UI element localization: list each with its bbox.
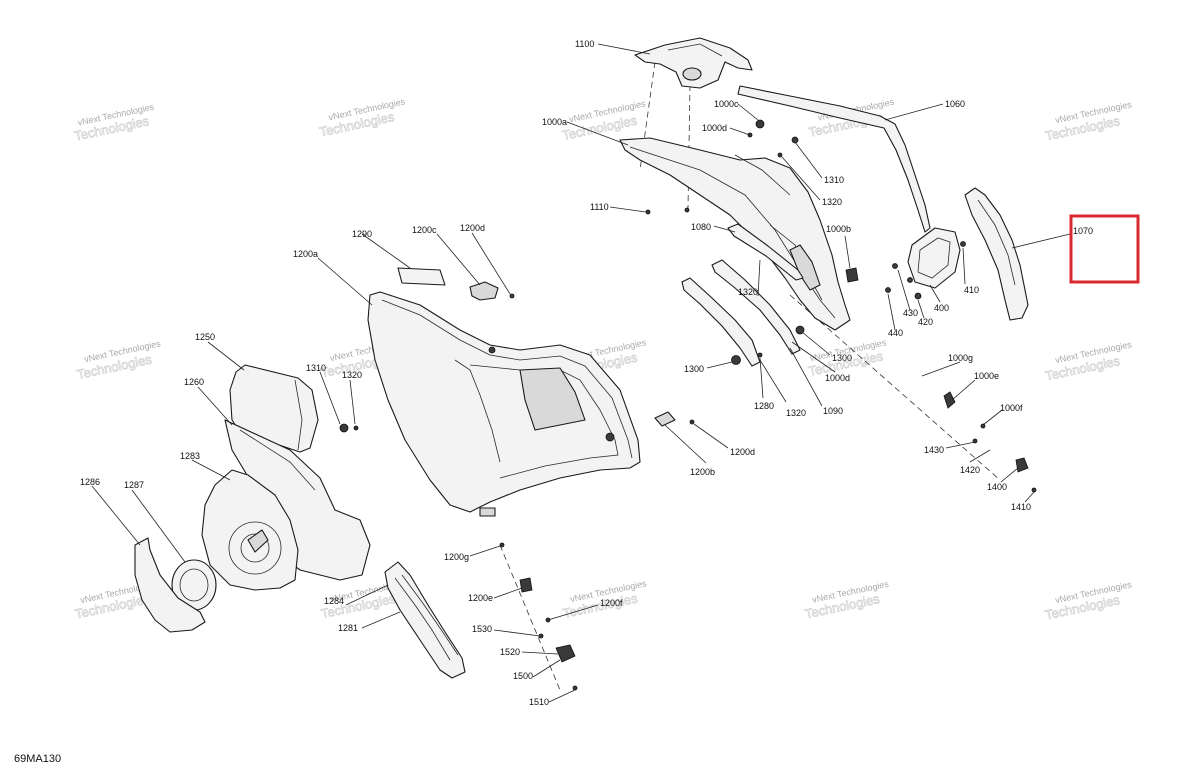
callout-1060: 1060 [945,99,965,109]
callout-1200g: 1200g [444,552,469,562]
callout-1300: 1300 [684,364,704,374]
callout-1430: 1430 [924,445,944,455]
leader-lines [91,43,1071,703]
callout-1520: 1520 [500,647,520,657]
callout-1200e: 1200e [468,593,493,603]
callout-1260: 1260 [184,377,204,387]
callout-1284: 1284 [324,596,344,606]
callout-1200f: 1200f [600,598,623,608]
callout-1080: 1080 [691,222,711,232]
hardware-right [645,119,1037,493]
callout-1070: 1070 [1073,226,1093,236]
callout-1250: 1250 [195,332,215,342]
drawing-code-label: 69MA130 [14,753,62,765]
part-1287-ring [171,559,217,611]
callout-1320: 1320 [822,197,842,207]
part-1070-side-cover [964,187,1029,321]
callout-1000c: 1000c [714,99,739,109]
callout-1090: 1090 [823,406,843,416]
callout-1500: 1500 [513,671,533,681]
part-1000a-upper-panel [619,137,851,331]
callout-1400: 1400 [987,482,1007,492]
callout-1000a: 1000a [542,117,567,127]
part-1286-shroud [134,537,206,633]
part-1060-trim-strip [737,85,931,233]
part-1283-fan-housing [201,469,299,591]
callout-1200c: 1200c [412,225,437,235]
callout-1286: 1286 [80,477,100,487]
callout-1320: 1320 [786,408,806,418]
callout-1000d: 1000d [825,373,850,383]
highlight-box-1070 [1069,214,1140,284]
callout-1287: 1287 [124,480,144,490]
callout-1283: 1283 [180,451,200,461]
callout-1530: 1530 [472,624,492,634]
callout-1000e: 1000e [974,371,999,381]
callout-1300: 1300 [832,353,852,363]
part-1100-console [634,37,753,89]
part-1080-strip [711,259,801,355]
part-1320-seal [727,223,804,281]
callout-1320: 1320 [342,370,362,380]
callout-1000f: 1000f [1000,403,1023,413]
part-1320-strip [681,277,761,367]
callout-1200d: 1200d [460,223,485,233]
callout-1310: 1310 [824,175,844,185]
callout-1100: 1100 [575,39,594,49]
callout-1110: 1110 [590,202,609,212]
callout-1000g: 1000g [948,353,973,363]
callout-1310: 1310 [306,363,326,373]
callout-1290: 1290 [352,229,372,239]
part-1250-filter-box [229,364,319,453]
part-1200a-side-panel [367,291,641,517]
callout-1000d: 1000d [702,123,727,133]
callout-440: 440 [888,328,903,338]
callout-1280: 1280 [754,401,774,411]
callout-1200d: 1200d [730,447,755,457]
callout-420: 420 [918,317,933,327]
callout-labels: 1100 1060 1000c 1000d 1000a 1310 1320 11… [80,39,1093,707]
parts [134,37,1037,691]
callout-1420: 1420 [960,465,980,475]
callout-1510: 1510 [529,697,549,707]
part-1290-block [397,267,446,286]
part-1200c-knob [469,281,515,301]
callout-1320: 1320 [738,287,758,297]
callout-400: 400 [934,303,949,313]
hardware-lower [339,411,695,691]
part-400-vent [907,227,961,289]
callout-410: 410 [964,285,979,295]
callout-430: 430 [903,308,918,318]
callout-1281: 1281 [338,623,358,633]
callout-1410: 1410 [1011,502,1031,512]
callout-1000b: 1000b [826,224,851,234]
callout-1200b: 1200b [690,467,715,477]
part-1281-grille [384,561,466,679]
callout-1200a: 1200a [293,249,318,259]
